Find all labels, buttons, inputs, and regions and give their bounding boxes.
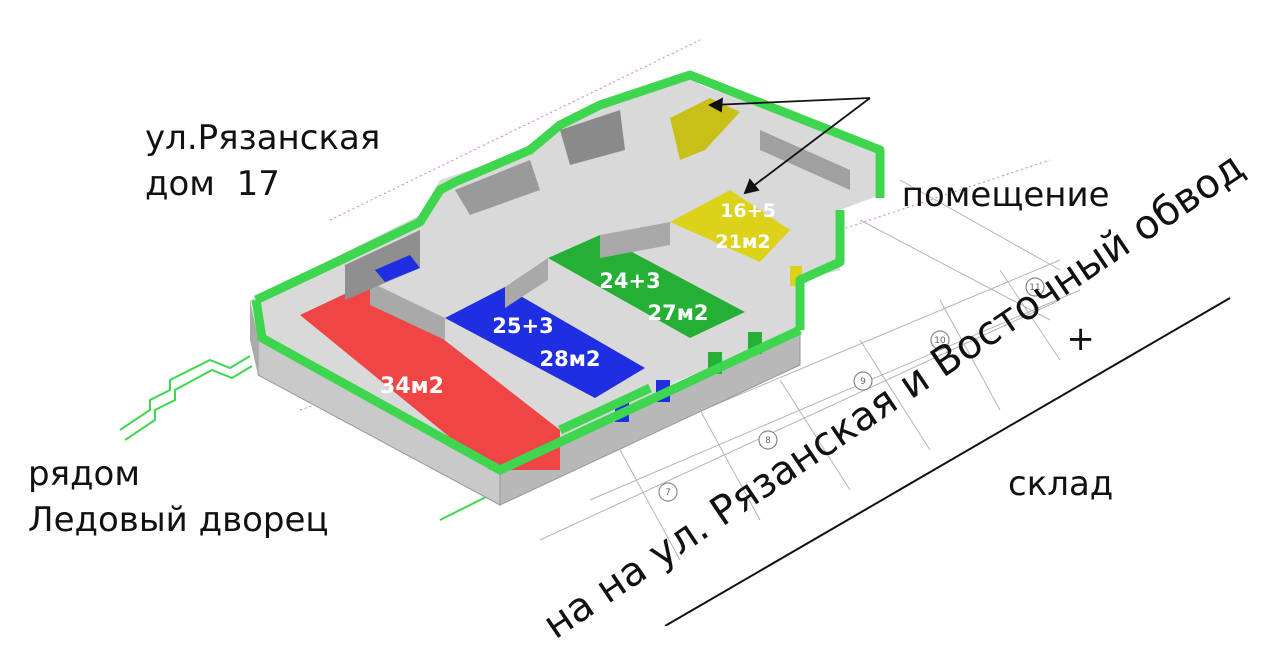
left-wall [250,300,258,375]
interior-wall [345,230,420,300]
interior-wall [505,258,548,308]
axis-label: 9 [860,377,866,387]
nearby-place: Ледовый дворец [28,499,329,540]
address-house: дом 17 [145,163,280,204]
address-street: ул.Рязанская [145,118,381,158]
interior-wall [600,222,670,258]
blue-window [375,255,420,282]
premise-label: помещение [901,174,1110,215]
room-green-area: 27м2 [647,301,708,325]
room-blue [445,287,645,398]
wall-tops [251,70,885,475]
room-red-area: 34м2 [380,374,444,399]
pointer-arrows [708,97,871,195]
room-red [300,282,560,470]
axis-label: 10 [934,336,946,346]
axis-label: 7 [665,488,671,498]
interior-wall [760,130,850,190]
room-green-count: 24+3 [599,269,660,293]
room-blue-area: 28м2 [539,347,600,371]
room-green [548,235,745,338]
floor-plan-diagram: 7 8 9 10 11 [119,39,1231,626]
room-yellow-upper [670,98,740,160]
axis-label: 8 [765,436,771,446]
room-yellow [670,190,790,262]
premise-plus: + [1066,319,1095,360]
premise-caption: помещение + склад [898,74,1114,557]
room-blue-count: 25+3 [492,314,553,338]
arrow-head-icon [708,97,724,113]
axis-label: 11 [1029,283,1040,293]
rooms [300,98,850,470]
address-caption: ул.Рязанская дом 17 [145,116,380,208]
premise-storage: склад [1008,464,1114,505]
interior-wall [455,160,540,215]
nearby-label: рядом [28,454,140,494]
room-yellow-count: 16+5 [720,200,776,222]
nearby-caption: рядом Ледовый дворец [28,452,329,544]
arrow-head-icon [743,178,760,195]
street-underline [664,297,1231,626]
room-labels: 34м2 25+3 28м2 24+3 27м2 16+5 21м2 [380,200,776,399]
interior-wall [370,282,445,340]
room-yellow-area: 21м2 [715,231,770,253]
interior-wall [560,110,625,165]
axis-markers [658,277,1045,502]
